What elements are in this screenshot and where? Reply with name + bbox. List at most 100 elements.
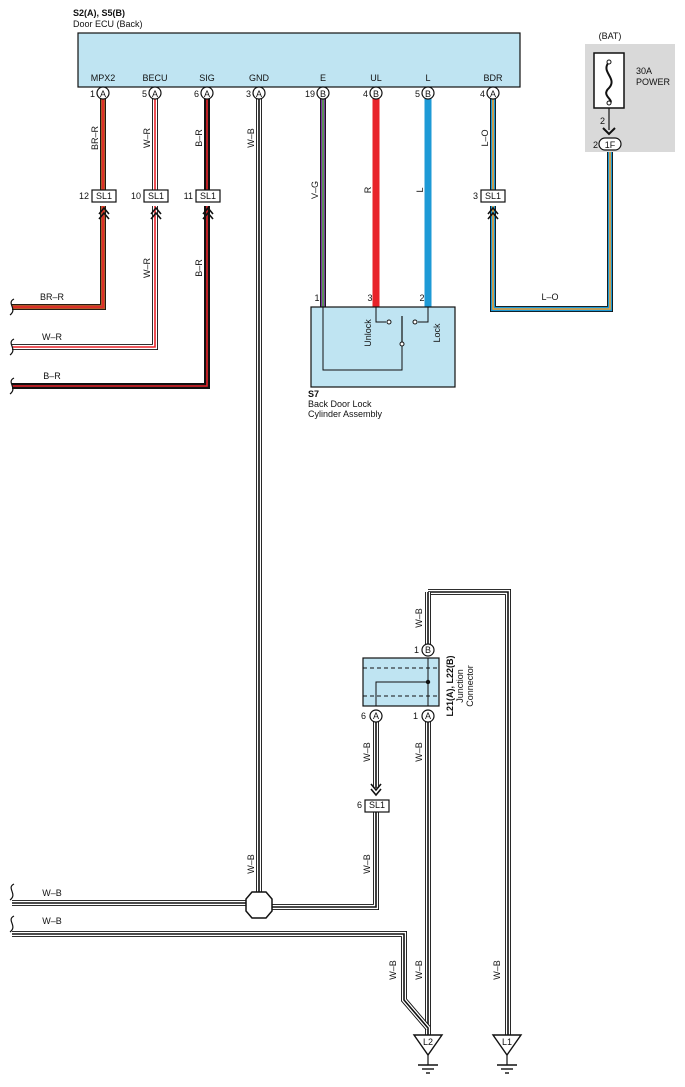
ecu-pin-num: 1 (90, 89, 95, 99)
junction-name-1: Junction (455, 669, 465, 703)
wire-bdr-return-base (490, 150, 613, 312)
ecu-conn-letter: A (100, 89, 106, 99)
sl1-becu-box (143, 189, 169, 203)
junction-top-conn: B (425, 645, 431, 655)
junction-id: L21(A), L22(B) (445, 655, 455, 716)
wire-sl1-to-splice-base (259, 812, 379, 910)
left-ground-wire-label: W–B (42, 888, 62, 898)
wire-label-e: V–G (310, 181, 320, 199)
switch-lock-label: Lock (432, 323, 442, 343)
wire-bdr-return-stripe (492, 150, 611, 310)
switch-line-l (418, 307, 429, 323)
junction-pin-circle (369, 709, 383, 723)
sl1-bottom-box (364, 799, 390, 813)
wire-break (9, 338, 15, 356)
switch-pin-num: 1 (314, 293, 319, 303)
wire-label-gnd: W–B (246, 128, 256, 148)
ecu-pin-num: 6 (194, 89, 199, 99)
splice-point (245, 891, 273, 919)
ecu-conn-letter: A (204, 89, 210, 99)
sl1-becu-arrow (150, 206, 162, 220)
ecu-pin-num: 19 (305, 89, 315, 99)
wire-label-l: L (415, 187, 425, 192)
wire-label-j6: W–B (362, 742, 372, 762)
junction-bot-conn: A (425, 711, 431, 721)
ecu-pin-num: 4 (480, 89, 485, 99)
sl1-sig-arrow (202, 206, 214, 220)
switch-box (310, 306, 456, 388)
ecu-pin-label-mpx2: MPX2 (91, 73, 116, 83)
power-arrow (602, 127, 616, 136)
wire-label-sig: B–R (194, 129, 204, 147)
wire-break (9, 298, 15, 316)
sl1-bdr-box (480, 189, 506, 203)
wire-label-l2-b: W–B (414, 960, 424, 980)
power-conn-num: 2 (593, 140, 598, 150)
sl1-pin-num: 10 (131, 191, 141, 201)
junction-node (425, 679, 431, 685)
sl1-bdr-arrow (487, 206, 499, 220)
sl1-label: SL1 (96, 191, 112, 201)
switch-unlock-label: Unlock (363, 319, 373, 347)
sl1-pin-num: 12 (79, 191, 89, 201)
left-wire-label: BR–R (40, 292, 65, 302)
junction-bus (375, 681, 428, 706)
fuse-element (605, 61, 613, 105)
ecu-conn-letter: A (256, 89, 262, 99)
wire-label-becu-lower: W–R (142, 258, 152, 279)
wire-label-sig-lower: B–R (194, 259, 204, 277)
switch-contact (412, 319, 418, 325)
ecu-pin-circle (316, 86, 330, 100)
wire-label-gnd-lower: W–B (246, 854, 256, 874)
left-wire-label: W–R (42, 332, 63, 342)
ecu-pin-num: 5 (142, 89, 147, 99)
wire-mpx2-lower-stripe (12, 206, 104, 308)
parts-layer (9, 32, 675, 1074)
wire-sig-lower-stripe (12, 206, 208, 387)
wire-becu-lower (12, 206, 158, 350)
ecu-name: Door ECU (Back) (73, 19, 143, 29)
ground-label-l1: L1 (502, 1037, 512, 1047)
left-ground-wire-label: W–B (42, 916, 62, 926)
ecu-pin-label-l: L (425, 73, 430, 83)
sl1-label: SL1 (200, 191, 216, 201)
fuse-amp: 30A (636, 66, 652, 76)
junction-bot-conn: A (373, 711, 379, 721)
bat-label: (BAT) (599, 31, 622, 41)
wire-label-j1: W–B (414, 742, 424, 762)
wire-label-bdr: L–O (480, 129, 490, 146)
ecu-conn-letter: B (373, 89, 379, 99)
ground-l2-symbol (412, 1034, 444, 1057)
wire-sl1-to-splice (259, 812, 379, 910)
junction-top-wire-label: W–B (414, 608, 424, 628)
power-connector (598, 137, 622, 151)
fuse-dot (606, 100, 612, 106)
ecu-pin-circle (148, 86, 162, 100)
ecu-pin-circle (369, 86, 383, 100)
wire-left-ground-2-base (12, 931, 430, 1030)
ecu-pin-circle (486, 86, 500, 100)
switch-contact (386, 319, 392, 325)
wire-left-ground-2-stripe (12, 933, 429, 1029)
junction-bot-pin: 6 (361, 711, 366, 721)
junction-bot-pin: 1 (413, 711, 418, 721)
wire-label-sl1-6: W–B (362, 854, 372, 874)
sl1-bottom-arrow (370, 783, 382, 797)
wire-label-l1: W–B (492, 960, 502, 980)
ecu-conn-letter: A (152, 89, 158, 99)
ecu-conn-letter: A (490, 89, 496, 99)
sl1-label: SL1 (485, 191, 501, 201)
junction-pin-circle (421, 643, 435, 657)
ecu-pin-circle (96, 86, 110, 100)
sl1-mpx2-box (91, 189, 117, 203)
fuse-dot (606, 59, 612, 65)
wire-bdr-return (490, 150, 613, 312)
switch-id: S7 (308, 389, 319, 399)
wire-label-mpx2: BR–R (90, 126, 100, 151)
ground-label-l2: L2 (423, 1037, 433, 1047)
wire-left-ground-2 (12, 931, 431, 1030)
ecu-pin-label-becu: BECU (142, 73, 167, 83)
ecu-pin-label-e: E (320, 73, 326, 83)
sl1-pin-num: 3 (473, 191, 478, 201)
